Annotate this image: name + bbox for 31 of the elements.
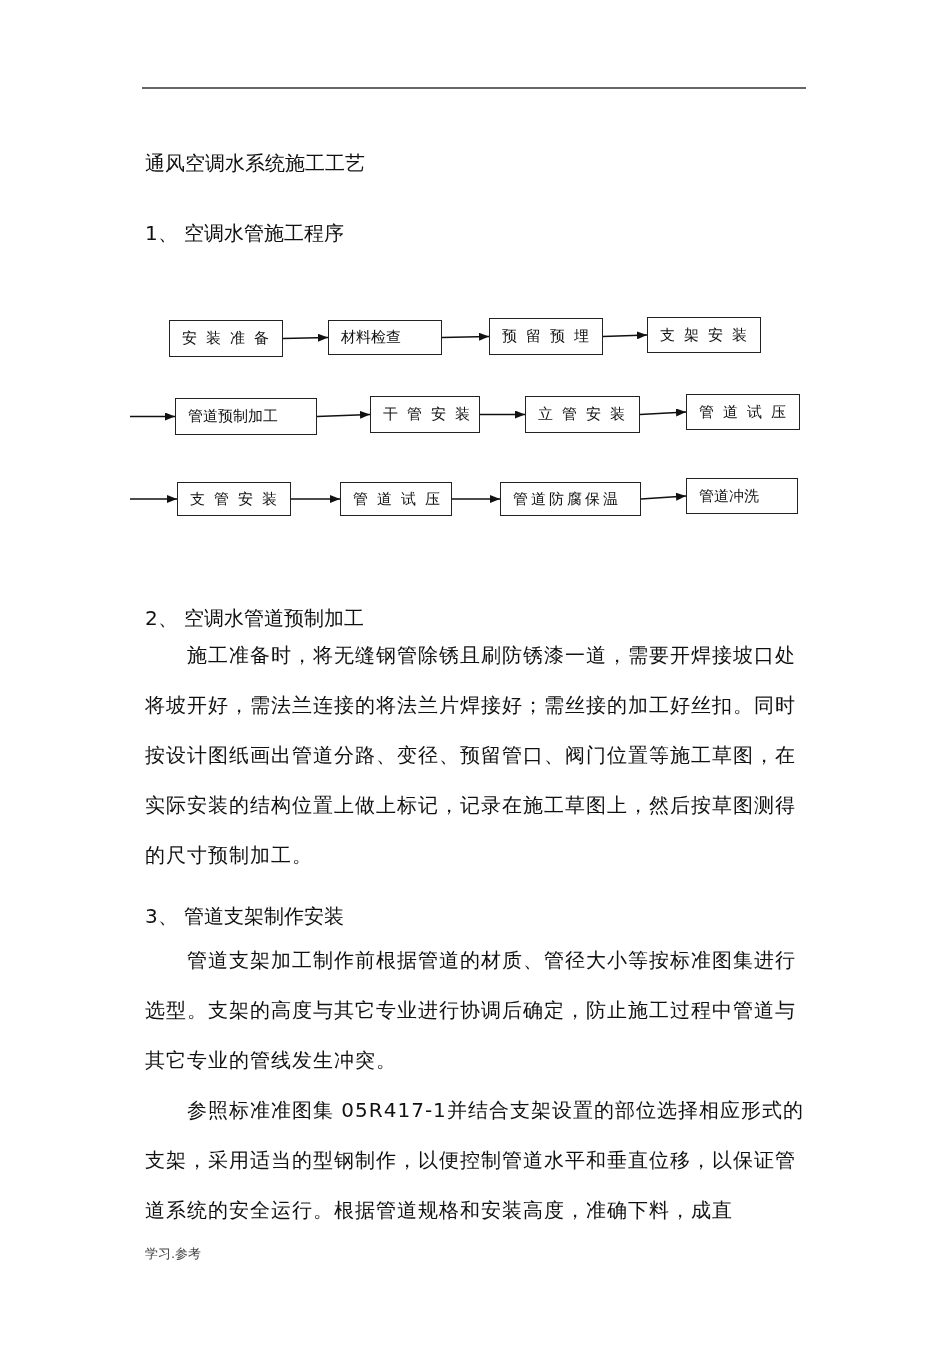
section-heading: 3、 管道支架制作安装 — [145, 903, 345, 930]
paragraph: 施工准备时，将无缝钢管除锈且刷防锈漆一道，需要开焊接坡口处将坡开好，需法兰连接的将法兰片焊接好；需丝接的加工好丝扣。同时按设计图纸画出管道分路、变径、预留管口、阀门位置等施工草图，在实际安装的结构位置上做上标记，记录在施工草图上，然后按草图测得的尺寸预制加工。 — [145, 642, 797, 869]
process-box: 干管安装 — [370, 396, 480, 433]
arrow — [640, 492, 687, 501]
section-heading: 2、 空调水管道预制加工 — [145, 605, 365, 632]
process-box: 管道试压 — [340, 482, 452, 516]
arrow — [639, 408, 687, 417]
footer-text: 学习.参考 — [145, 1245, 202, 1263]
process-box: 管道防腐保温 — [500, 482, 641, 516]
arrow — [129, 495, 178, 503]
process-box: 安装准备 — [169, 320, 283, 357]
section-heading: 1、 空调水管施工程序 — [145, 220, 345, 247]
process-box: 支架安装 — [647, 317, 761, 353]
document-title: 通风空调水系统施工工艺 — [145, 150, 365, 177]
paragraph: 管道支架加工制作前根据管道的材质、管径大小等按标准图集进行选型。支架的高度与其它专业进行协调后确定，防止施工过程中管道与其它专业的管线发生冲突。 — [145, 947, 797, 1074]
arrow — [441, 332, 490, 341]
process-box: 支管安装 — [177, 482, 291, 516]
process-box: 管道预制加工 — [175, 398, 317, 435]
arrow — [290, 495, 341, 503]
process-box: 材料检查 — [328, 320, 442, 355]
paragraph: 参照标准准图集 05R417-1并结合支架设置的部位选择相应形式的支架，采用适当的型钢制作，以便控制管道水平和垂直位移，以保证管道系统的安全运行。根据管道规格和安装高度，准确下料，成直 — [145, 1097, 805, 1224]
arrow — [129, 412, 176, 421]
process-box: 管道试压 — [686, 394, 800, 430]
arrow — [479, 410, 526, 419]
process-box: 预留预埋 — [489, 318, 603, 355]
arrow — [316, 410, 371, 419]
arrow — [602, 331, 648, 340]
arrow — [451, 495, 501, 503]
process-box: 管道冲洗 — [686, 478, 798, 514]
process-box: 立管安装 — [525, 396, 640, 433]
arrow — [282, 333, 329, 342]
